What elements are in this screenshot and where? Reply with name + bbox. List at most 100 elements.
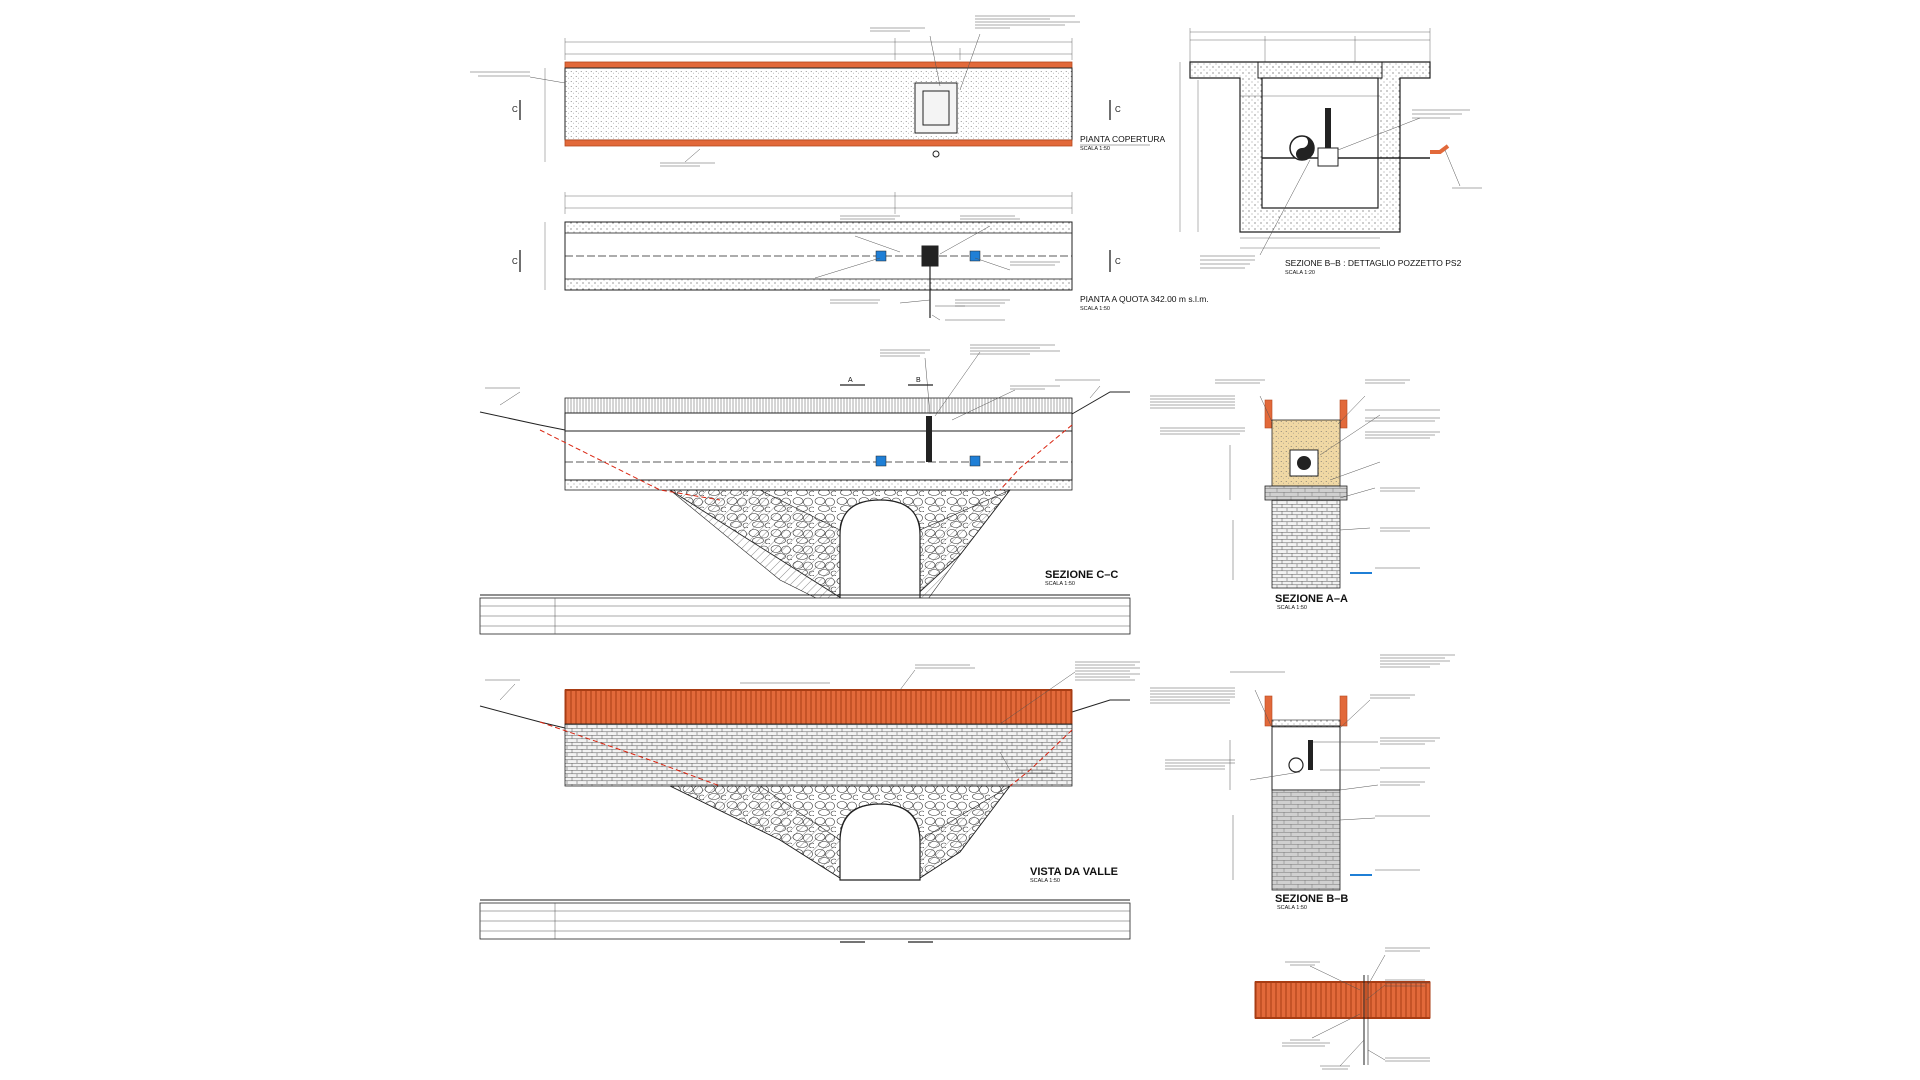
section-cc-view: A B SEZIONE C–C SCALA 1:50 — [479, 344, 1131, 635]
cover-slab — [1257, 61, 1383, 79]
section-mark-c-left: C — [512, 250, 521, 272]
section-bb-view: SEZIONE B–B SCALA 1:50 — [1150, 654, 1455, 911]
view-title: PIANTA COPERTURA — [1080, 134, 1166, 144]
wall-bottom — [564, 278, 1073, 291]
pipe-fitting-2 — [969, 250, 981, 262]
stone-coping — [1264, 485, 1348, 501]
view-scale: SCALA 1:50 — [1045, 581, 1075, 587]
section-mark-c-right: C — [1109, 250, 1121, 272]
masonry-wall — [564, 723, 1073, 787]
view-title: SEZIONE B–B : DETTAGLIO POZZETTO PS2 — [1285, 258, 1462, 268]
downstream-elevation-view: A B VISTA DA VALLE SCALA 1:50 — [479, 661, 1140, 943]
section-mark-c-right: C — [1109, 100, 1121, 120]
view-scale: SCALA 1:50 — [1080, 146, 1110, 152]
deck-slab — [564, 412, 1073, 432]
pipe-fitting-1 — [875, 455, 887, 467]
dimension-lines — [544, 38, 1073, 162]
manhole-detail-view: SEZIONE B–B : DETTAGLIO POZZETTO PS2 SCA… — [1179, 28, 1482, 276]
valve-key-icon — [932, 150, 940, 158]
dashed-fill-line-2 — [999, 424, 1073, 491]
valve-stem — [926, 416, 932, 462]
svg-text:C: C — [512, 105, 518, 114]
railing-panel — [1254, 981, 1431, 1019]
view-scale: SCALA 1:50 — [1080, 306, 1110, 312]
parapet-top — [564, 61, 1073, 69]
valve-wheel-icon — [1288, 757, 1304, 773]
terrain-right — [1071, 391, 1130, 415]
valve-stem — [1325, 108, 1331, 148]
pipe-fitting-1 — [875, 250, 887, 262]
view-scale: SCALA 1:20 — [1285, 270, 1315, 276]
annotation-stubs — [1150, 379, 1440, 580]
parapet-bottom — [564, 139, 1073, 147]
leader-lines — [1309, 954, 1386, 1067]
stone-pier — [1271, 789, 1341, 891]
annotation-stubs — [830, 215, 1060, 321]
view-scale: SCALA 1:50 — [1030, 878, 1060, 884]
manhole-box — [1271, 725, 1341, 791]
view-title: SEZIONE A–A — [1275, 593, 1348, 605]
valve-stem — [1308, 740, 1313, 770]
wall-top — [564, 221, 1073, 234]
leader-lines — [814, 225, 1011, 321]
plan-level-342-view: C C PIANTA A QUOTA 342.00 m s.l.m. SCALA… — [512, 192, 1209, 321]
arch-opening — [839, 499, 921, 611]
annotation-stubs — [470, 15, 1080, 167]
leader-lines — [499, 351, 1101, 421]
view-scale: SCALA 1:50 — [1277, 905, 1307, 911]
svg-text:C: C — [1115, 257, 1121, 266]
plan-roof-view: C C PIANTA COPERTURA SCALA 1:50 — [470, 15, 1166, 167]
invert-slab — [564, 479, 1073, 491]
railing-detail-view — [1254, 947, 1431, 1070]
profile-table — [479, 597, 1131, 635]
railing — [564, 397, 1073, 414]
view-title: SEZIONE B–B — [1275, 893, 1348, 905]
view-title: PIANTA A QUOTA 342.00 m s.l.m. — [1080, 294, 1209, 304]
parapet-right — [1339, 695, 1348, 727]
section-mark-c-left: C — [512, 100, 521, 120]
gravel-deck — [564, 67, 1073, 141]
valve-wheel-yin-icon — [1296, 136, 1314, 160]
terrain-right — [1071, 699, 1130, 713]
terrain-left — [479, 705, 566, 729]
pipe-section-icon — [1297, 456, 1311, 470]
annotation-stubs — [485, 661, 1140, 774]
section-mark-b: B — [908, 377, 933, 386]
annotation-stubs — [1200, 109, 1482, 269]
annotation-stubs — [1150, 654, 1455, 880]
leader-lines — [1259, 395, 1381, 531]
manhole-frame — [922, 90, 950, 126]
leader-lines — [529, 33, 981, 163]
svg-text:C: C — [512, 257, 518, 266]
valve-body — [921, 245, 939, 267]
leader-lines — [499, 669, 1076, 771]
dashed-fill-line — [539, 721, 721, 787]
manhole-slab — [1271, 719, 1341, 728]
profile-table — [479, 902, 1131, 940]
view-scale: SCALA 1:50 — [1277, 605, 1307, 611]
arch-opening — [839, 803, 921, 881]
view-title: VISTA DA VALLE — [1030, 866, 1118, 878]
annotation-stubs — [485, 344, 1100, 390]
parapet-left — [1264, 695, 1273, 727]
view-title: SEZIONE C–C — [1045, 569, 1118, 581]
leader-lines — [1249, 689, 1380, 821]
dashed-fill-line — [539, 429, 721, 501]
pipe-fitting-2 — [969, 455, 981, 467]
bend-45-icon — [1430, 144, 1450, 154]
svg-text:C: C — [1115, 105, 1121, 114]
parapet-railing — [564, 689, 1073, 725]
svg-text:B: B — [916, 377, 921, 384]
dimension-lines — [544, 192, 1073, 290]
section-aa-view: SEZIONE A–A SCALA 1:50 — [1150, 379, 1440, 611]
svg-text:A: A — [848, 377, 853, 384]
terrain-left — [479, 411, 566, 431]
dimension-lines — [1179, 28, 1431, 249]
annotation-stubs — [1282, 947, 1430, 1070]
valve-flange — [1317, 147, 1339, 167]
leader-lines — [1259, 117, 1461, 256]
section-mark-a: A — [840, 377, 865, 386]
conduit-box — [564, 430, 1073, 481]
parapet-right — [1339, 399, 1348, 429]
